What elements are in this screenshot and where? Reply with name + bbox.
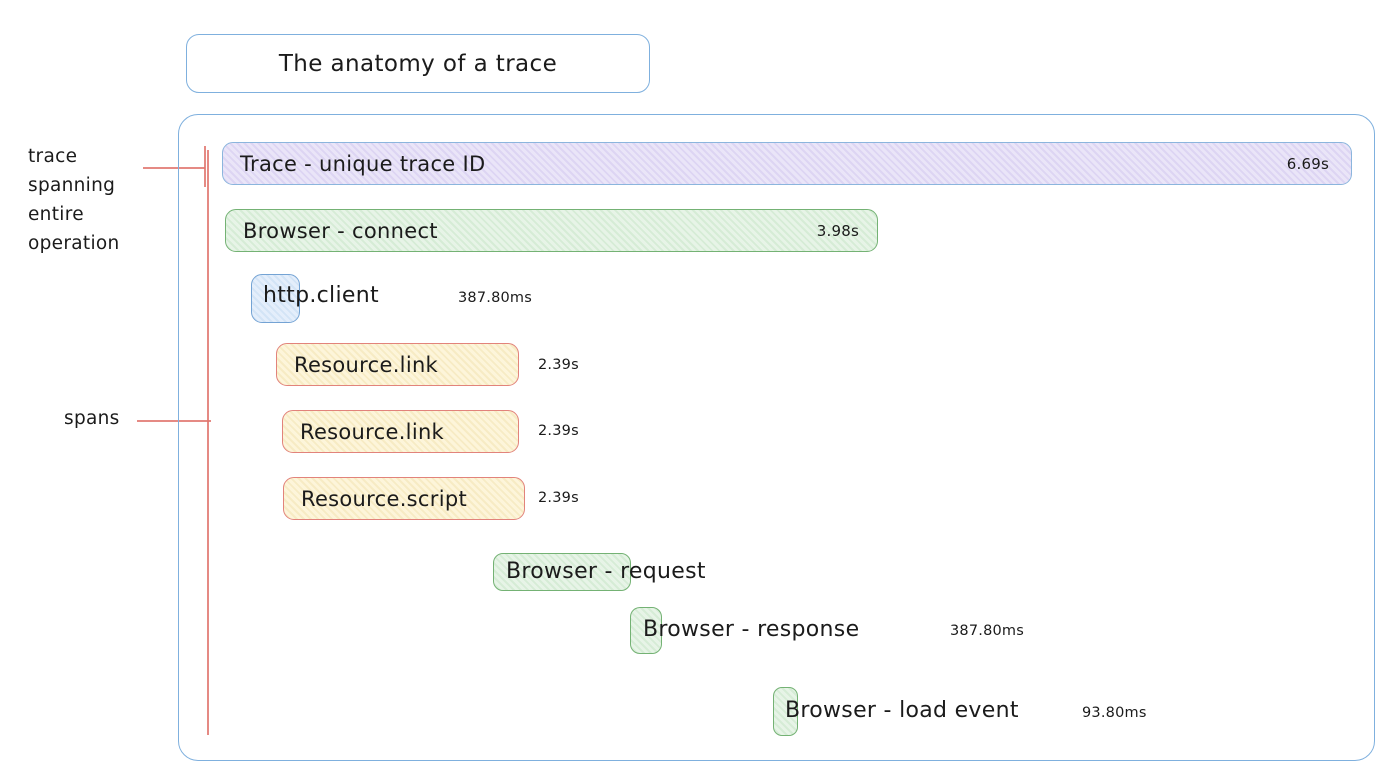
annotation-spans-label: spans (64, 408, 120, 429)
trace-pointer-tick (204, 146, 206, 187)
span-duration-http-client: 387.80ms (458, 290, 533, 306)
span-duration-browser-response: 387.80ms (950, 623, 1025, 639)
span-duration: 6.69s (1286, 154, 1329, 173)
trace-pointer-line (143, 167, 205, 169)
span-label: Resource.link (294, 352, 439, 377)
title-box: The anatomy of a trace (186, 34, 650, 93)
span-label-http-client: http.client (263, 283, 379, 308)
span-box-http-client (251, 274, 300, 323)
span-duration-resource-link-2: 2.39s (538, 423, 579, 439)
span-bar-resource-link-1: Resource.link (276, 343, 519, 386)
span-label: Browser - connect (243, 218, 438, 243)
span-bar-resource-link-2: Resource.link (282, 410, 519, 453)
span-bar-browser-connect: Browser - connect 3.98s (225, 209, 878, 252)
span-bar-trace: Trace - unique trace ID 6.69s (222, 142, 1352, 185)
span-duration-resource-link-1: 2.39s (538, 357, 579, 373)
span-label: Resource.link (300, 419, 445, 444)
span-label-browser-request: Browser - request (506, 559, 706, 584)
span-label-browser-load-event: Browser - load event (785, 698, 1019, 723)
span-bar-resource-script: Resource.script (283, 477, 525, 520)
span-box-browser-request (493, 553, 631, 591)
span-duration: 3.98s (816, 221, 859, 240)
trace-container (178, 114, 1375, 761)
title-text: The anatomy of a trace (278, 50, 558, 77)
spans-bracket-line (207, 150, 209, 735)
span-duration-resource-script: 2.39s (538, 490, 579, 506)
span-label-browser-response: Browser - response (643, 617, 860, 642)
span-label: Resource.script (301, 486, 467, 511)
span-box-browser-response (630, 607, 662, 654)
annotation-trace-label: trace spanning entire operation (28, 146, 120, 254)
spans-pointer-line (137, 420, 211, 422)
span-duration-browser-load-event: 93.80ms (1082, 705, 1147, 721)
span-label: Trace - unique trace ID (240, 151, 486, 176)
span-box-browser-load-event (773, 687, 798, 736)
